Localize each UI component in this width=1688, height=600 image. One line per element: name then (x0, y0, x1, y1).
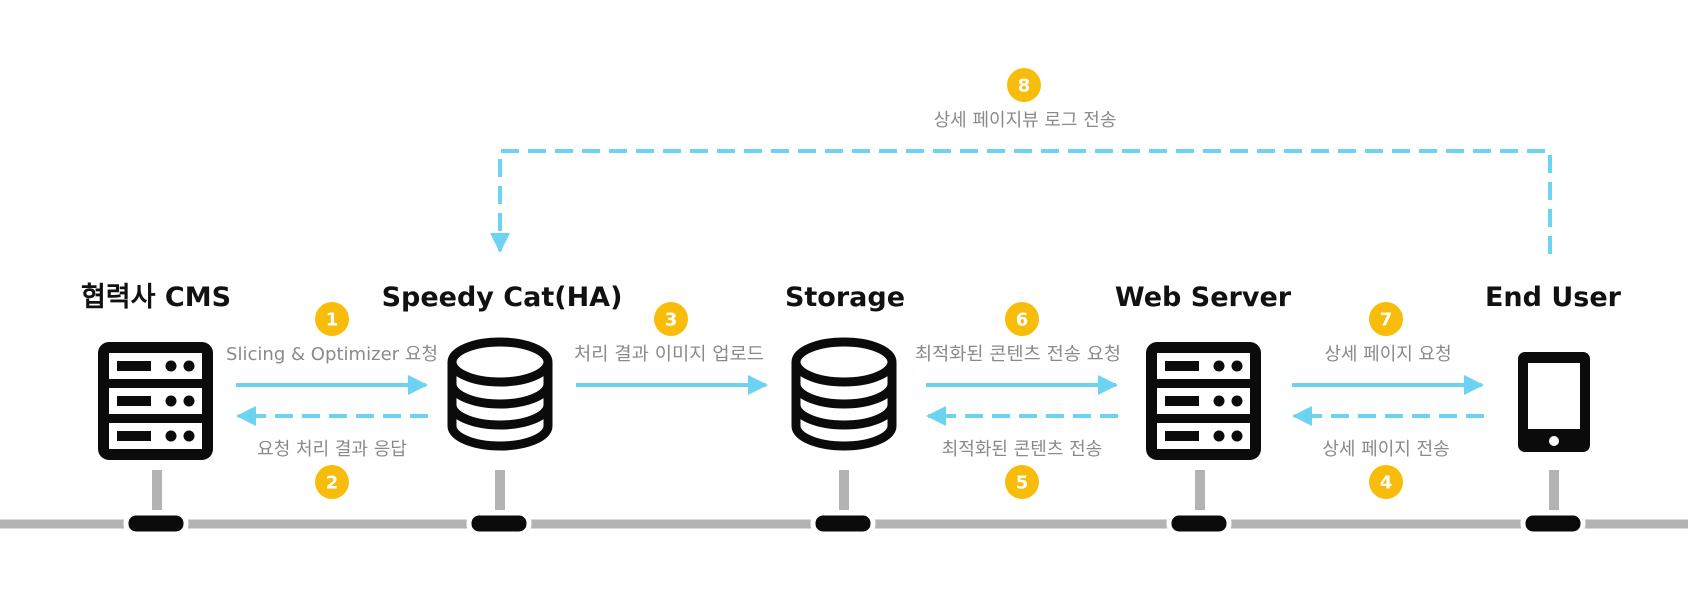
step-badge-7: 7 (1369, 302, 1403, 336)
server-icon (98, 342, 213, 460)
step-badge-3: 3 (654, 302, 688, 336)
node-title-speedy-cat: Speedy Cat(HA) (382, 282, 623, 313)
step-label-3: 처리 결과 이미지 업로드 (574, 344, 764, 365)
step-badge-2: 2 (315, 465, 349, 499)
svg-text:7: 7 (1380, 310, 1393, 331)
svg-text:8: 8 (1018, 76, 1031, 97)
node-title-storage: Storage (785, 282, 905, 313)
step-label-7: 상세 페이지 요청 (1324, 344, 1451, 365)
tablet-icon (1518, 352, 1590, 452)
svg-text:4: 4 (1380, 473, 1393, 494)
svg-text:3: 3 (665, 310, 678, 331)
network-bus (0, 470, 1688, 537)
step-label-8: 상세 페이지뷰 로그 전송 (934, 110, 1117, 131)
server-icon (1146, 342, 1261, 460)
database-icon (447, 337, 553, 451)
step-badge-5: 5 (1005, 465, 1039, 499)
svg-text:2: 2 (326, 473, 339, 494)
svg-text:5: 5 (1016, 473, 1029, 494)
database-icon (791, 337, 897, 451)
step-badge-6: 6 (1005, 302, 1039, 336)
svg-text:1: 1 (326, 310, 339, 331)
arrow-step-8 (490, 149, 1552, 254)
step-label-4: 상세 페이지 전송 (1322, 439, 1449, 460)
step-label-2: 요청 처리 결과 응답 (257, 439, 407, 460)
step-label-6: 최적화된 콘텐츠 전송 요청 (915, 344, 1121, 365)
step-label-1: Slicing & Optimizer 요청 (226, 344, 438, 365)
step-badge-1: 1 (315, 302, 349, 336)
node-title-web-server: Web Server (1115, 282, 1292, 313)
step-badge-4: 4 (1369, 465, 1403, 499)
step-label-5: 최적화된 콘텐츠 전송 (942, 439, 1102, 460)
node-title-partner-cms: 협력사 CMS (81, 282, 231, 313)
node-title-end-user: End User (1485, 282, 1622, 313)
step-badge-8: 8 (1007, 68, 1041, 102)
svg-text:6: 6 (1016, 310, 1029, 331)
